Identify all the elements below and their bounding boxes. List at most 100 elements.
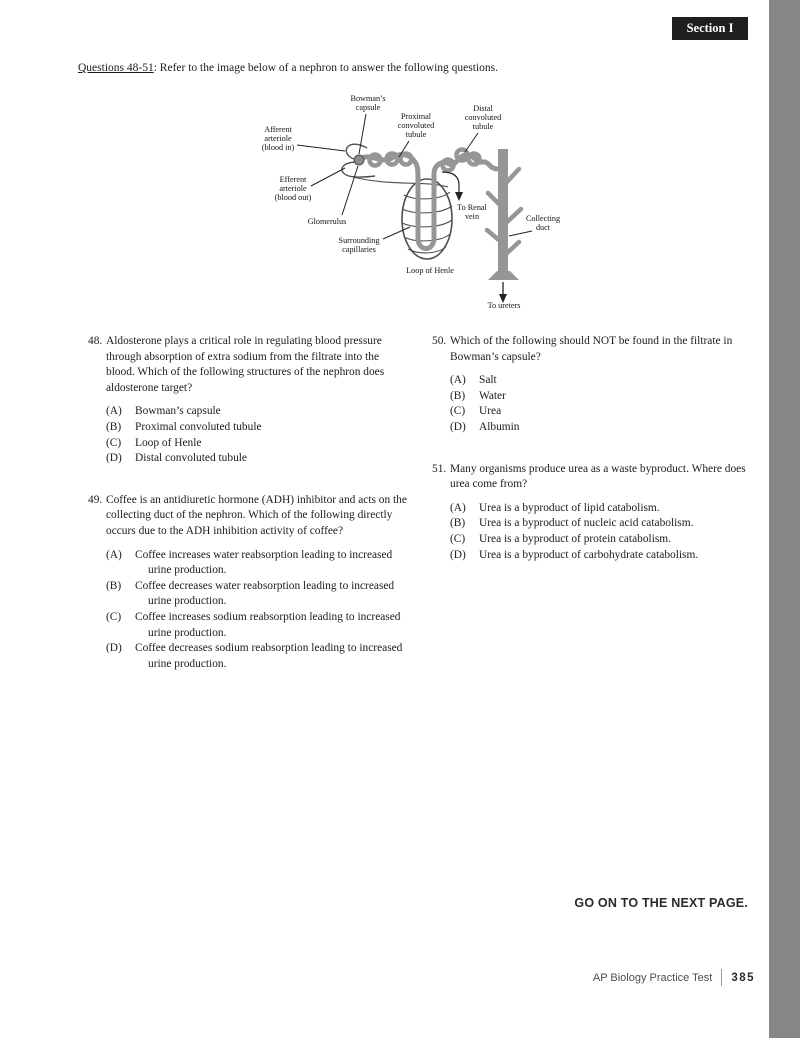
choice-letter: (D)	[450, 548, 466, 561]
choice-a: (A) Bowman’s capsule	[106, 404, 410, 420]
choice-letter: (A)	[450, 374, 466, 387]
choice-text: Proximal convoluted tubule	[135, 420, 262, 433]
choice-text: Albumin	[479, 420, 520, 433]
label-loop-of-henle: Loop of Henle	[406, 266, 454, 275]
label-collecting-duct: duct	[536, 223, 551, 232]
choice-b: (B) Water	[450, 389, 760, 405]
label-afferent-arteriole: (blood in)	[262, 143, 295, 152]
instruction-text: : Refer to the image below of a nephron …	[153, 62, 498, 74]
choice-text: Urea is a byproduct of nucleic acid cata…	[479, 517, 694, 530]
choice-d: (D) Distal convoluted tubule	[106, 451, 410, 467]
choice-c: (C) Coffee increases sodium reabsorption …	[106, 610, 410, 641]
choice-b: (B) Coffee decreases water reabsorption l…	[106, 579, 410, 610]
go-on-instruction: GO ON TO THE NEXT PAGE.	[574, 896, 748, 910]
choice-letter: (D)	[450, 420, 466, 433]
footer-divider	[721, 969, 723, 986]
label-distal-tubule: tubule	[473, 122, 494, 131]
choice-letter: (B)	[106, 579, 122, 592]
label-bowmans-capsule: capsule	[356, 103, 381, 112]
renal-vein-arrow-icon	[441, 171, 463, 201]
choice-b: (B) Urea is a byproduct of nucleic acid c…	[450, 516, 760, 532]
choice-letter: (C)	[106, 610, 122, 623]
choice-text: Salt	[479, 374, 497, 387]
label-collecting-duct: Collecting	[526, 214, 560, 223]
choice-text: Urea is a byproduct of protein catabolis…	[479, 532, 672, 545]
question-48: 48. Aldosterone plays a critical role in…	[88, 334, 410, 467]
label-glomerulus: Glomerulus	[308, 217, 347, 226]
page-number: 385	[731, 971, 755, 984]
question-range: Questions 48-51	[78, 62, 154, 74]
ureter-arrow-icon	[499, 282, 507, 303]
answer-choices: (A) Salt (B) Water (C) Urea (D) Albumin	[450, 373, 760, 435]
label-proximal-tubule: convoluted	[398, 121, 434, 130]
choice-text: Water	[479, 389, 506, 402]
capillary-mesh	[401, 178, 453, 260]
page-edge-band	[769, 0, 800, 1038]
question-number: 48.	[88, 335, 103, 347]
question-number: 51.	[432, 462, 447, 475]
choice-a: (A)Urea is a byproduct of lipid cataboli…	[450, 501, 760, 517]
label-efferent-arteriole: (blood out)	[275, 193, 312, 202]
choice-letter: (B)	[106, 420, 122, 433]
choice-letter: (B)	[450, 517, 466, 530]
question-number: 49.	[88, 493, 103, 506]
label-surrounding-capillaries: Surrounding	[339, 236, 380, 245]
question-stem: Coffee is an antidiuretic hormone (ADH) …	[106, 493, 407, 537]
label-surrounding-capillaries: capillaries	[342, 245, 376, 254]
choice-text: Coffee decreases water reabsorption lead…	[135, 579, 395, 608]
choice-text: Loop of Henle	[135, 436, 202, 449]
answer-choices: (A) Bowman’s capsule (B) Proximal convolut…	[106, 404, 410, 466]
choice-a: (A) Coffee increases water reabsorption l…	[106, 548, 410, 579]
question-column-left: 48. Aldosterone plays a critical role in…	[88, 334, 410, 672]
label-efferent-arteriole: Efferent	[280, 175, 307, 184]
label-afferent-arteriole: arteriole	[264, 134, 292, 143]
nephron-diagram-svg: Bowman’s capsule Proximal convoluted tub…	[262, 94, 560, 310]
choice-d: (D) Albumin	[450, 420, 760, 436]
label-efferent-arteriole: arteriole	[279, 184, 307, 193]
glomerulus-ball	[353, 154, 365, 166]
label-afferent-arteriole: Afferent	[264, 125, 292, 134]
choice-letter: (C)	[450, 405, 466, 418]
label-proximal-tubule: Proximal	[401, 112, 432, 121]
choice-c: (C) Urea is a byproduct of protein catabo…	[450, 532, 760, 548]
label-to-renal-vein: vein	[465, 212, 479, 221]
question-number: 50.	[432, 335, 447, 347]
label-proximal-tubule: tubule	[406, 130, 427, 139]
label-distal-tubule: Distal	[473, 104, 493, 113]
choice-text: Coffee increases water reabsorption lead…	[135, 548, 393, 577]
question-49: 49. Coffee is an antidiuretic hormone (A…	[88, 493, 410, 673]
collecting-duct-shape	[484, 149, 524, 280]
question-group-instructions: Questions 48-51: Refer to the image belo…	[78, 62, 698, 74]
choice-d: (D) Urea is a byproduct of carbohydrate c…	[450, 548, 760, 564]
section-label: Section I	[686, 21, 734, 35]
choice-letter: (A)	[106, 548, 122, 561]
nephron-diagram: Bowman’s capsule Proximal convoluted tub…	[245, 88, 575, 318]
answer-choices: (A) Coffee increases water reabsorption l…	[106, 548, 410, 673]
choice-text: Urea is a byproduct of carbohydrate cata…	[479, 548, 699, 561]
question-stem: Many organisms produce urea as a waste b…	[450, 462, 746, 491]
choice-c: (C) Urea	[450, 404, 760, 420]
choice-text: Distal convoluted tubule	[135, 452, 247, 465]
choice-letter: (C)	[450, 532, 466, 545]
choice-d: (D) Coffee decreases sodium reabsorption …	[106, 641, 410, 672]
choice-letter: (A)	[450, 501, 466, 514]
choice-letter: (D)	[106, 642, 122, 655]
choice-letter: (D)	[106, 452, 122, 465]
question-50: 50. Which of the following should NOT be…	[432, 334, 760, 436]
choice-text: Coffee increases sodium reabsorption lea…	[135, 610, 401, 639]
choice-text: Bowman’s capsule	[135, 405, 221, 418]
label-to-ureters: To ureters	[488, 301, 521, 310]
choice-text: Urea	[479, 405, 502, 418]
question-stem: Aldosterone plays a critical role in reg…	[106, 335, 385, 394]
label-leader-lines	[296, 113, 533, 240]
section-header-badge: Section I	[672, 17, 748, 40]
question-column-right: 50. Which of the following should NOT be…	[432, 334, 760, 563]
label-distal-tubule: convoluted	[465, 113, 501, 122]
choice-letter: (A)	[106, 405, 122, 418]
choice-text: Coffee decreases sodium reabsorption lea…	[135, 642, 403, 670]
choice-letter: (B)	[450, 389, 466, 402]
choice-c: (C)Loop of Henle	[106, 436, 410, 452]
page-footer: AP Biology Practice Test 385	[593, 969, 755, 986]
question-stem: Which of the following should NOT be fou…	[450, 335, 733, 363]
